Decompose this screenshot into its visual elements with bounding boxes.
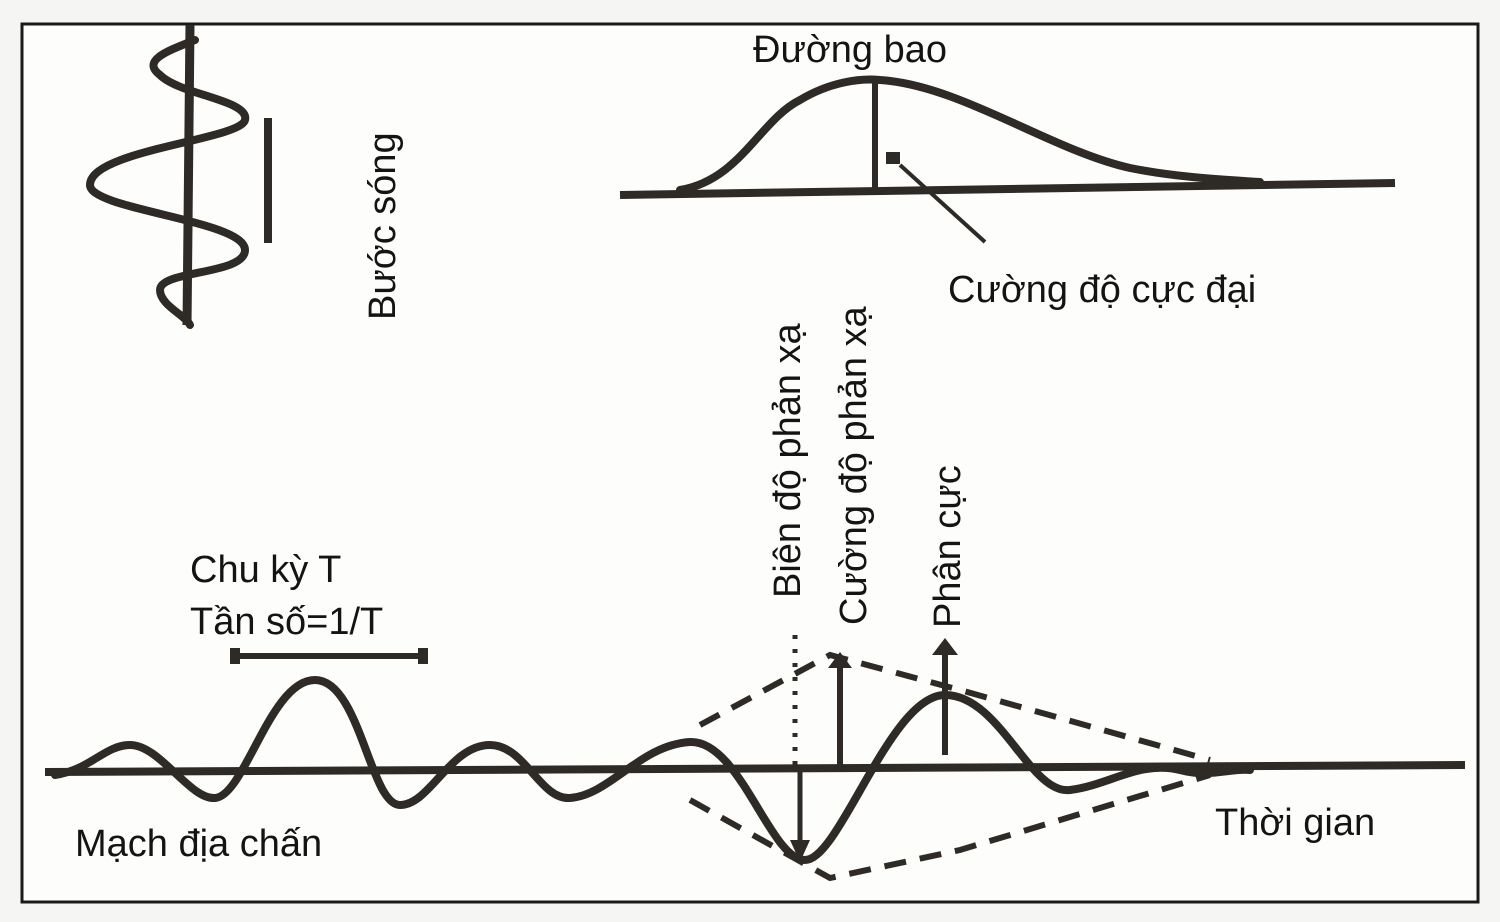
time-axis — [44, 761, 1466, 776]
envelope-dashed-lower — [688, 772, 1211, 882]
period-bar-left-cap — [230, 648, 240, 664]
vertical-axis — [182, 24, 195, 326]
reflection-intensity-label: Cường độ phản xạ — [833, 305, 875, 625]
vertical-wave — [86, 36, 250, 329]
envelope-baseline — [619, 179, 1396, 199]
peak-leader-line — [898, 163, 987, 244]
envelope-label: Đường bao — [753, 29, 947, 71]
wavelength-label: Bước sóng — [362, 132, 404, 320]
peak-intensity-label: Cường độ cực đại — [948, 269, 1256, 311]
envelope-diagram: Đường bao Cường độ cực đại — [619, 29, 1396, 311]
period-bar-right-cap — [418, 648, 428, 664]
envelope-dashed-upper — [698, 651, 1211, 763]
seismic-trace-wave — [51, 676, 1254, 864]
amplitude-arrowhead-icon — [790, 840, 810, 862]
polarity-label: Phân cực — [927, 465, 969, 628]
wavelength-diagram: Bước sóng — [86, 24, 404, 329]
seismic-trace-label: Mạch địa chấn — [75, 823, 322, 865]
frequency-label: Tần số=1/T — [190, 601, 383, 643]
time-label: Thời gian — [1215, 802, 1375, 844]
peak-marker — [886, 152, 900, 164]
period-label: Chu kỳ T — [190, 549, 341, 591]
envelope-curve — [676, 75, 1264, 194]
seismic-trace-diagram: Chu kỳ T Tần số=1/T Mạch địa chấn Thời g… — [44, 305, 1466, 882]
reflection-amplitude-label: Biên độ phản xạ — [767, 322, 809, 598]
polarity-arrowhead-icon — [932, 638, 958, 655]
intensity-arrowhead-icon — [828, 652, 852, 668]
